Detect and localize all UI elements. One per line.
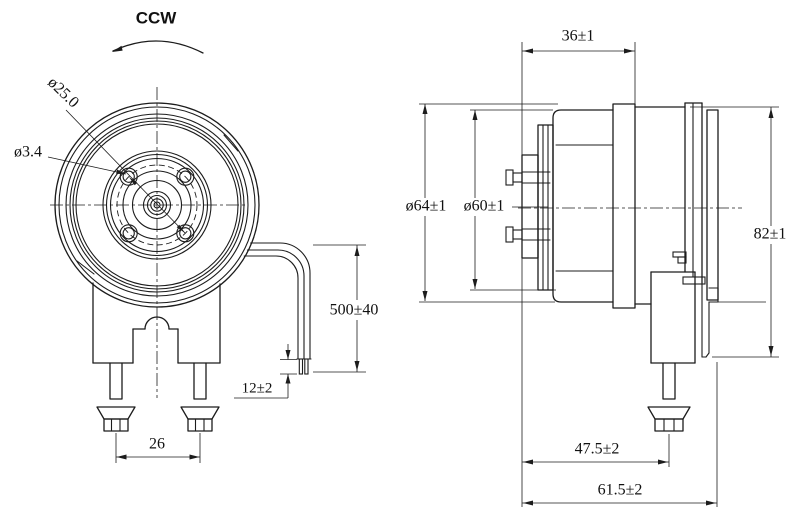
- bolt-circle-dia-label: ø25.0: [44, 74, 82, 111]
- dim-front-depth: 36±1: [522, 28, 635, 54]
- overall-height-label: 82±1: [754, 226, 787, 243]
- lead-length-label: 500±40: [330, 302, 379, 319]
- dim-overall-height: 82±1: [690, 106, 794, 358]
- side-foot: [647, 406, 691, 420]
- housing-ring: [612, 103, 636, 309]
- mounting-bracket: [92, 282, 221, 432]
- mount-hole-dia-label: ø3.4: [14, 144, 42, 161]
- dim-lead-length: 500±40: [313, 244, 387, 373]
- dim-foot-offset: 47.5±2: [522, 434, 670, 467]
- dim-overall-depth: 61.5±2: [522, 362, 718, 507]
- dim-mount-hole: ø3.4: [14, 144, 127, 175]
- body-dia-label: ø64±1: [406, 198, 447, 215]
- foot-offset-label: 47.5±2: [575, 441, 620, 458]
- bolt-circle: [116, 164, 198, 246]
- screw-icon: [176, 167, 195, 186]
- housing-dia-label: ø60±1: [464, 198, 505, 215]
- bracket-notch: [144, 316, 170, 330]
- mounting-screws: [119, 167, 195, 243]
- rotation-arrow: [112, 40, 204, 54]
- overall-depth-label: 61.5±2: [598, 482, 643, 499]
- side-view: 36±1 ø64±1 ø60±1: [399, 28, 794, 507]
- shaft: [142, 190, 172, 220]
- screw-icon: [119, 167, 138, 186]
- side-body: [505, 102, 766, 432]
- dim-strip-length: 12±2: [234, 344, 297, 399]
- front-flange: [521, 154, 539, 259]
- terminal-pins: [109, 362, 207, 400]
- rubber-feet: [96, 406, 220, 432]
- side-leg: [647, 271, 696, 432]
- rear-lower-step: [701, 283, 766, 358]
- front-centerlines: [50, 87, 248, 398]
- dim-pin-spacing: 26: [115, 433, 201, 463]
- rotation-label: CCW: [136, 8, 178, 27]
- flange-stack: [537, 124, 554, 291]
- lead-wire: [243, 242, 312, 375]
- pin-spacing-label: 26: [149, 436, 165, 453]
- terminal-tab: [672, 251, 687, 258]
- gear-housing: [552, 109, 614, 303]
- front-view: CCW ø25.0 ø3.4 500±40: [14, 8, 387, 463]
- dim-bolt-circle: ø25.0: [44, 74, 186, 234]
- strip-length-label: 12±2: [242, 380, 273, 396]
- screw-icon: [176, 224, 195, 243]
- rear-plate: [706, 109, 719, 301]
- screw-icon: [119, 224, 138, 243]
- rear-bracket: [672, 102, 706, 285]
- front-depth-label: 36±1: [562, 28, 595, 45]
- stud-screws: [505, 169, 551, 243]
- front-housing-rings: [102, 150, 212, 260]
- motor-body-rings: [54, 102, 260, 308]
- side-pin: [662, 362, 676, 400]
